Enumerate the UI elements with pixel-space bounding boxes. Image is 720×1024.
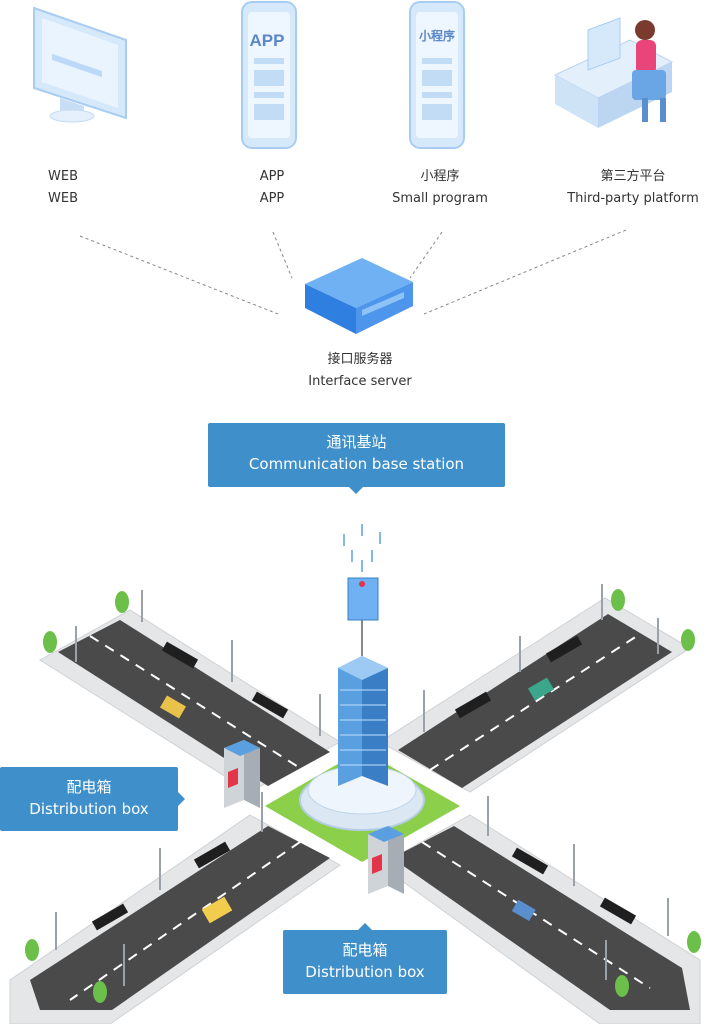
trees <box>25 589 701 1003</box>
connector-lines <box>79 229 627 315</box>
app-label-en: APP <box>259 191 285 206</box>
phone-app-icon: APP <box>241 1 297 149</box>
server-box-icon <box>305 258 413 334</box>
distribution-box-cabinet-left <box>224 740 260 808</box>
distribution-box-bottom-label-en: Distribution box <box>305 963 425 981</box>
monitor-icon <box>33 6 127 123</box>
distribution-box-bottom-label-zh: 配电箱 <box>342 941 388 959</box>
server-label-en: Interface server <box>308 374 412 389</box>
server-caption: 接口服务器 Interface server <box>290 349 430 393</box>
distribution-box-callout-bottom: 配电箱 Distribution box <box>283 923 447 994</box>
road-sensors <box>91 635 637 931</box>
city-scene <box>9 524 701 1024</box>
base-station-callout: 通讯基站 Communication base station <box>208 423 505 494</box>
web-label-zh: WEB <box>48 169 78 184</box>
third-party-caption: 第三方平台 Third-party platform <box>548 166 718 210</box>
mini-program-caption: 小程序 Small program <box>370 166 510 210</box>
lane-markings <box>69 633 651 1001</box>
mini-program-label-zh: 小程序 <box>420 169 460 184</box>
signal-waves-icon <box>343 524 381 572</box>
base-station-label-zh: 通讯基站 <box>326 433 387 451</box>
app-screen-text: APP <box>250 31 285 50</box>
street-lamps <box>55 584 669 986</box>
web-caption: WEB WEB <box>13 166 113 210</box>
phone-mini-program-icon: 小程序 <box>409 1 465 149</box>
server-label-zh: 接口服务器 <box>327 352 393 367</box>
third-party-label-en: Third-party platform <box>567 191 699 206</box>
communication-tower-building <box>338 577 388 786</box>
person-at-computer-icon <box>553 17 674 128</box>
distribution-box-cabinet-right <box>368 826 404 894</box>
distribution-box-left-label-zh: 配电箱 <box>66 778 112 796</box>
distribution-box-callout-left: 配电箱 Distribution box <box>0 767 185 831</box>
web-label-en: WEB <box>48 191 78 206</box>
third-party-label-zh: 第三方平台 <box>600 169 666 184</box>
top-diagram: APP 小程序 <box>33 1 674 334</box>
app-caption: APP APP <box>222 166 322 210</box>
app-label-zh: APP <box>259 169 285 184</box>
mini-program-screen-text: 小程序 <box>419 28 455 43</box>
vehicles <box>159 677 555 924</box>
mini-program-label-en: Small program <box>392 191 488 206</box>
distribution-box-left-label-en: Distribution box <box>29 800 149 818</box>
base-station-label-en: Communication base station <box>248 455 465 473</box>
